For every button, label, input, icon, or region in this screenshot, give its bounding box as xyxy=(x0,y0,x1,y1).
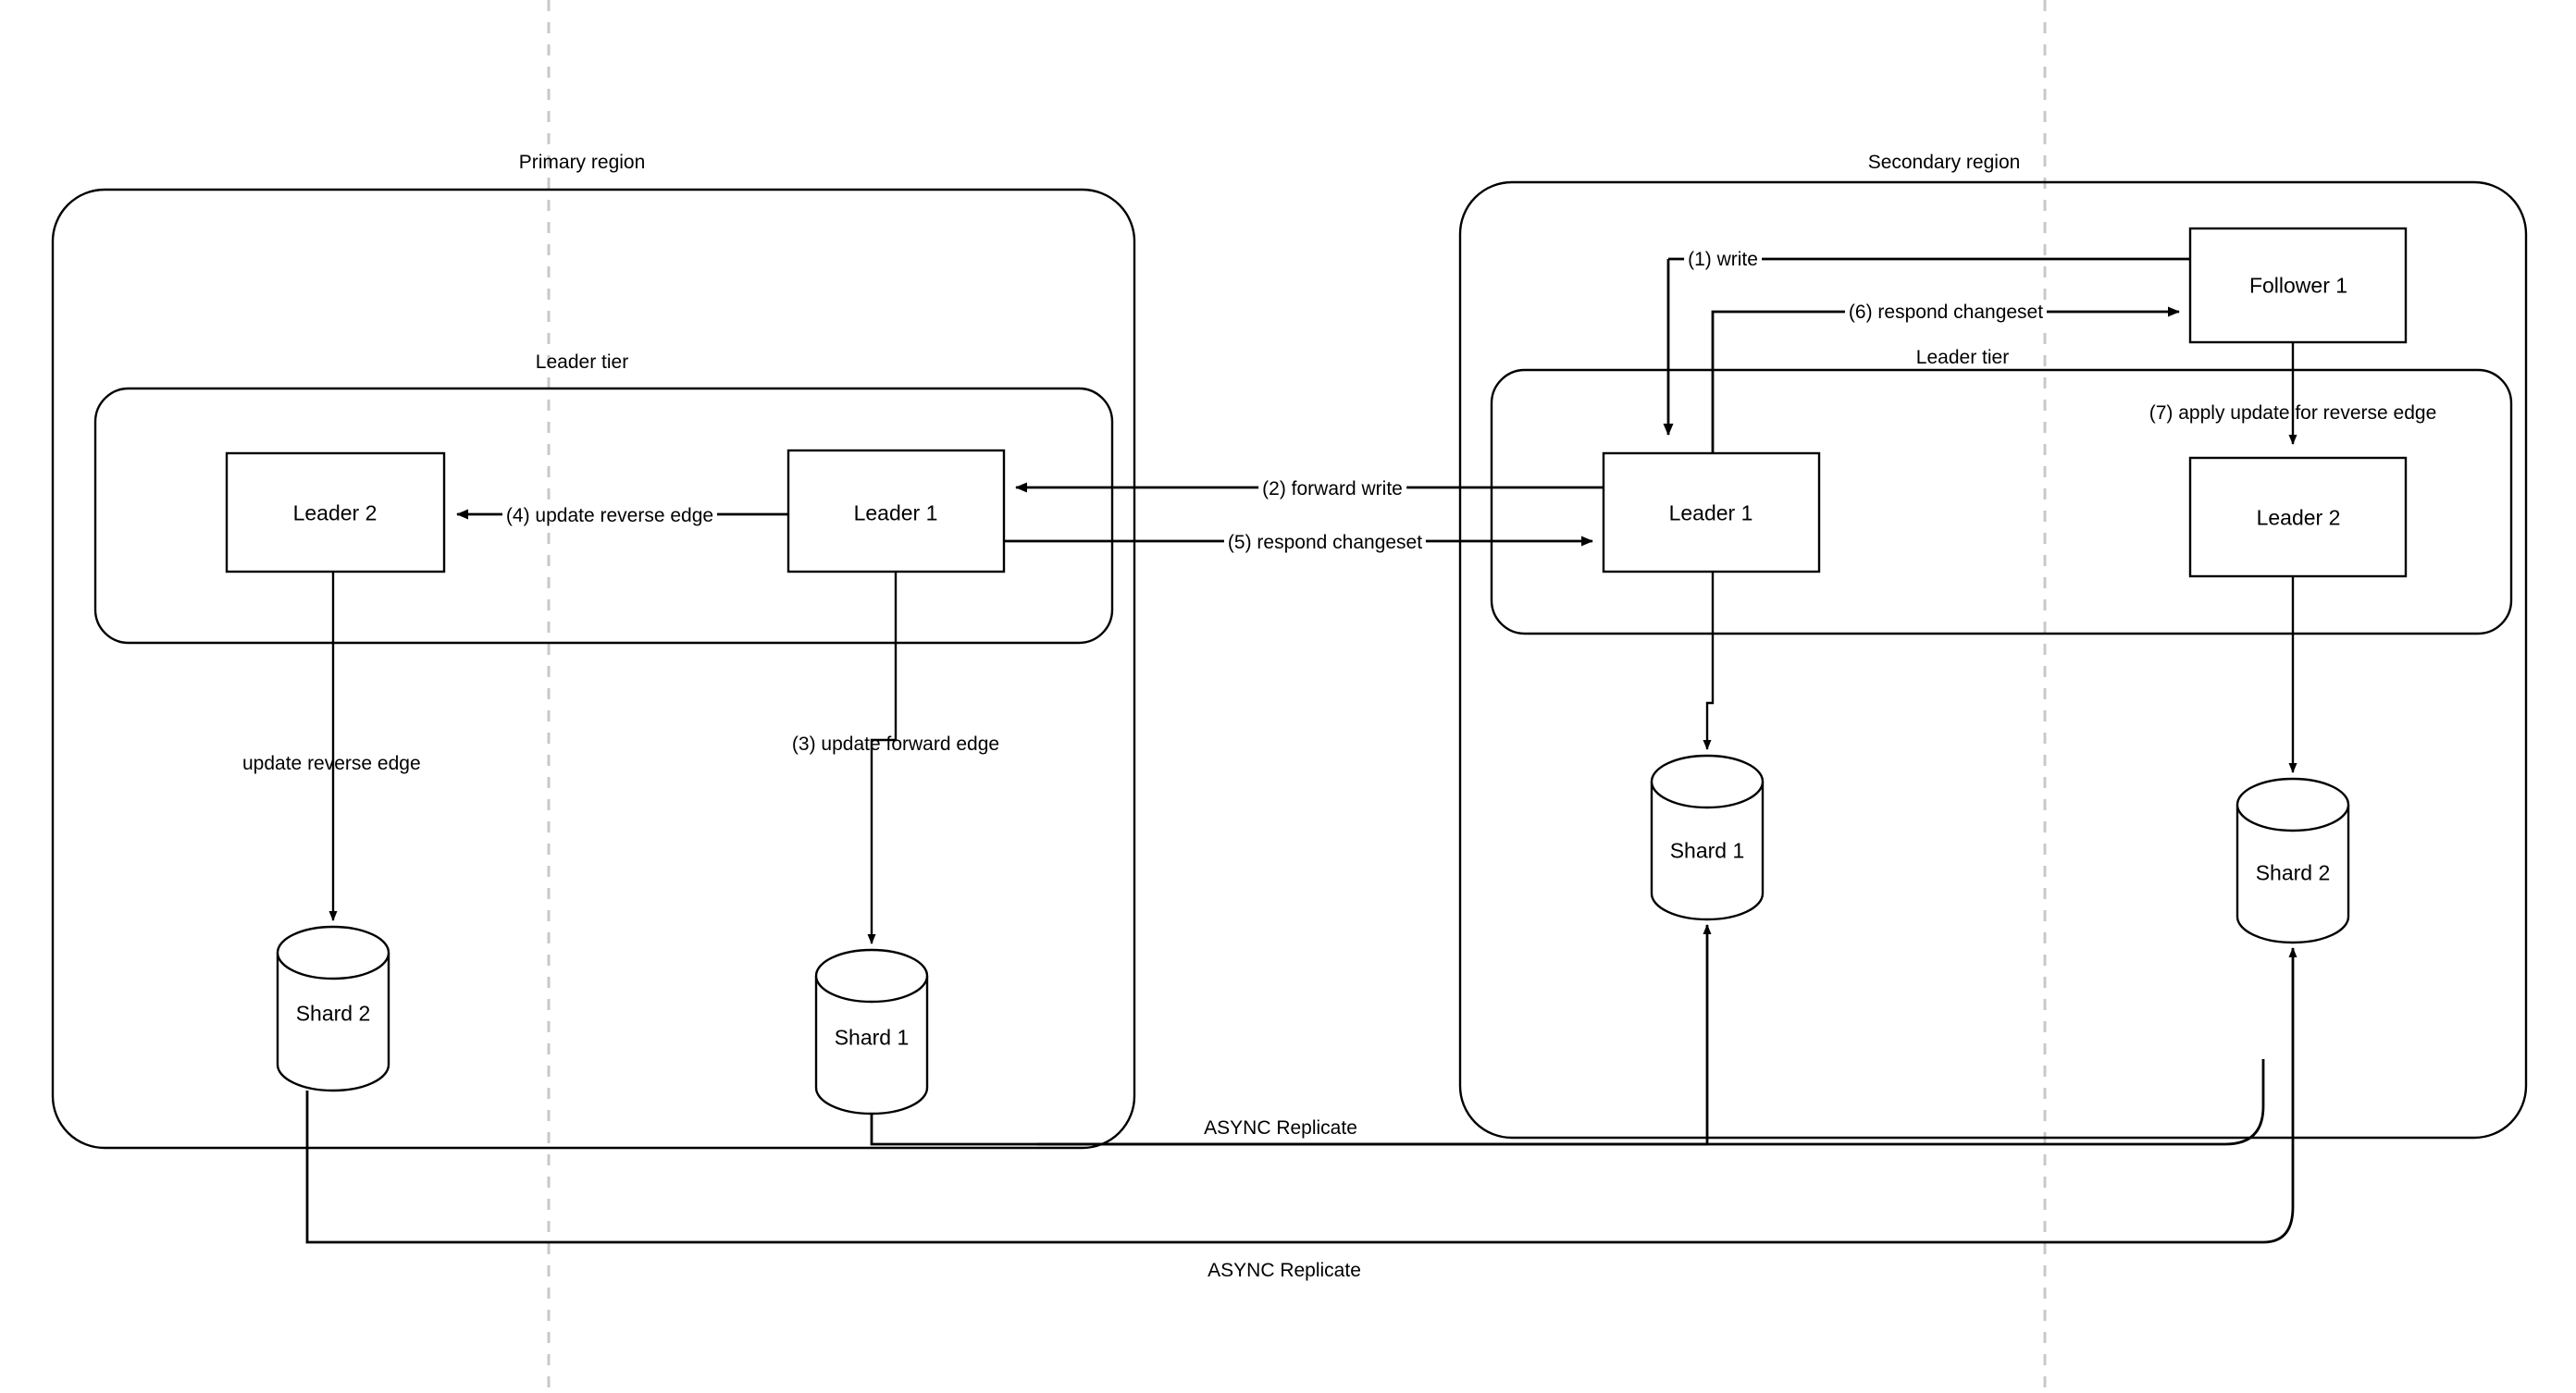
primary-shard1-cylinder xyxy=(814,948,929,1116)
edge-label-update-reverse-edge-plain: update reverse edge xyxy=(242,753,421,774)
secondary-leader1-label: Leader 1 xyxy=(1668,500,1753,525)
primary-leader2-box xyxy=(225,451,446,573)
edge-async-replicate-1-arrow xyxy=(1037,924,1712,1146)
edge-async-replicate-1-tail xyxy=(1707,925,2263,1091)
primary-shard2-label: Shard 2 xyxy=(295,1001,371,1026)
edge-label-apply-update-reverse: (7) apply update for reverse edge xyxy=(2149,402,2437,424)
primary-leader-tier-title: Leader tier xyxy=(535,351,629,373)
secondary-leader2-box xyxy=(2188,456,2408,578)
primary-leader1-box xyxy=(786,449,1006,573)
edge-secondary-leader1-to-shard1 xyxy=(1703,572,1715,750)
edge-respond-changeset-follower xyxy=(1711,306,2180,453)
primary-region-box xyxy=(51,188,1136,1150)
secondary-leader-tier-box xyxy=(1490,368,2513,635)
edge-label-async-replicate-1: ASYNC Replicate xyxy=(1204,1117,1357,1139)
secondary-leader-tier-title: Leader tier xyxy=(1912,348,2013,367)
edge-async-replicate-2 xyxy=(305,947,2297,1244)
secondary-shard1-cylinder xyxy=(1650,754,1765,921)
primary-leader2-label: Leader 2 xyxy=(292,500,378,525)
primary-region-title: Primary region xyxy=(518,152,646,173)
secondary-leader1-box xyxy=(1602,451,1821,573)
edge-label-write: (1) write xyxy=(1684,250,1762,269)
primary-shard1-label: Shard 1 xyxy=(834,1025,910,1050)
edge-async-replicate-1 xyxy=(870,1059,2265,1146)
secondary-follower1-label: Follower 1 xyxy=(2248,273,2348,298)
edge-label-respond-changeset: (5) respond changeset xyxy=(1223,533,1427,552)
secondary-follower1-box xyxy=(2188,227,2408,344)
edge-label-async-replicate-2: ASYNC Replicate xyxy=(1208,1260,1361,1281)
secondary-shard2-label: Shard 2 xyxy=(2255,860,2331,885)
primary-leader1-label: Leader 1 xyxy=(853,500,938,525)
secondary-shard2-cylinder xyxy=(2235,777,2350,944)
secondary-leader2-label: Leader 2 xyxy=(2256,505,2341,530)
primary-leader-tier-box xyxy=(93,387,1114,645)
secondary-region-title: Secondary region xyxy=(1867,152,2021,173)
primary-shard2-cylinder xyxy=(276,925,390,1092)
secondary-shard1-label: Shard 1 xyxy=(1669,838,1745,863)
edge-label-update-reverse-edge: (4) update reverse edge xyxy=(502,506,718,525)
edge-label-respond-changeset-follower: (6) respond changeset xyxy=(1844,302,2048,322)
edge-label-forward-write: (2) forward write xyxy=(1258,479,1406,499)
edge-label-update-forward-edge: (3) update forward edge xyxy=(791,733,1000,755)
edge-update-forward-edge xyxy=(867,572,898,944)
secondary-region-box xyxy=(1458,180,2528,1140)
